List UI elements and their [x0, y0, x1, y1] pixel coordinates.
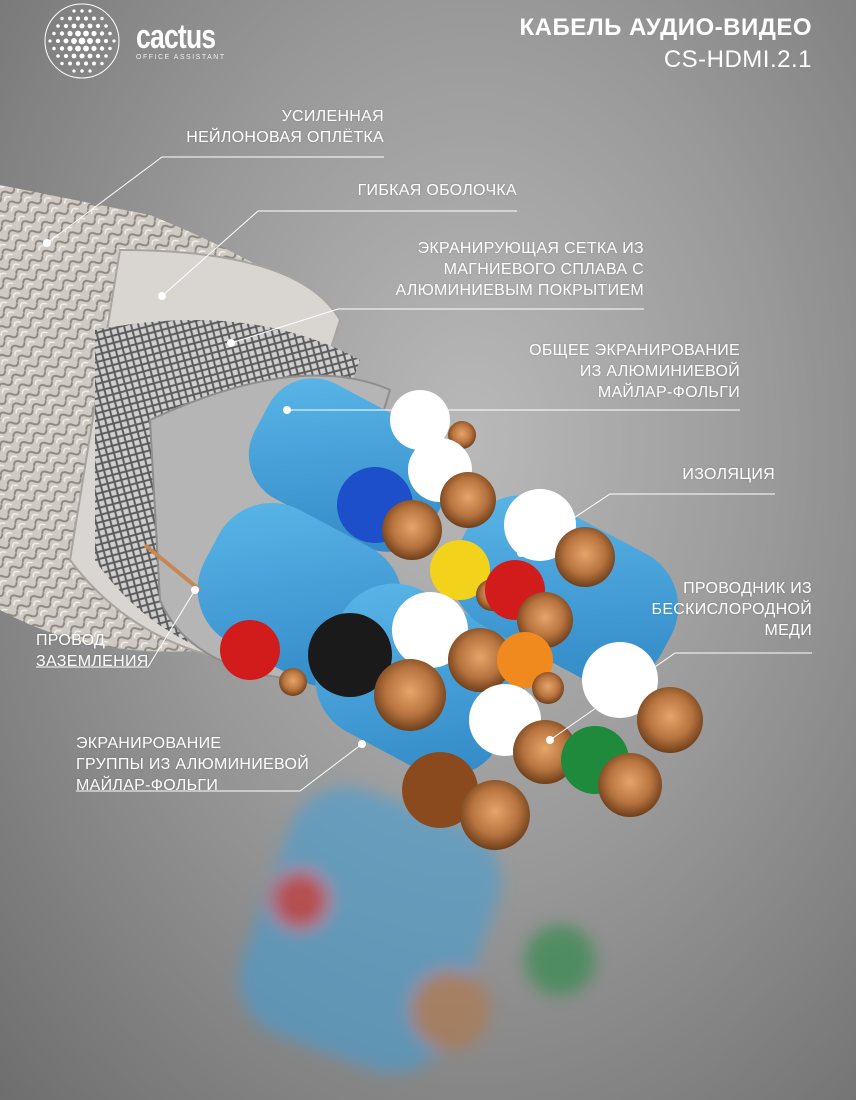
leader-dots — [43, 239, 554, 748]
brand-tagline: OFFICE ASSISTANT — [136, 54, 226, 61]
brand-name: cactus — [136, 18, 216, 56]
product-model: CS-HDMI.2.1 — [663, 46, 812, 73]
ground-wire — [143, 543, 202, 592]
leader-lines — [36, 156, 812, 792]
cable-reflection — [239, 787, 595, 1073]
callout-insulation: ИЗОЛЯЦИЯ — [682, 466, 775, 483]
product-title: КАБЕЛЬ АУДИО-ВИДЕО — [519, 14, 812, 41]
cactus-logo — [44, 3, 120, 79]
callout-flexible-sheath: ГИБКАЯ ОБОЛОЧКА — [357, 182, 517, 199]
wires — [220, 390, 703, 850]
